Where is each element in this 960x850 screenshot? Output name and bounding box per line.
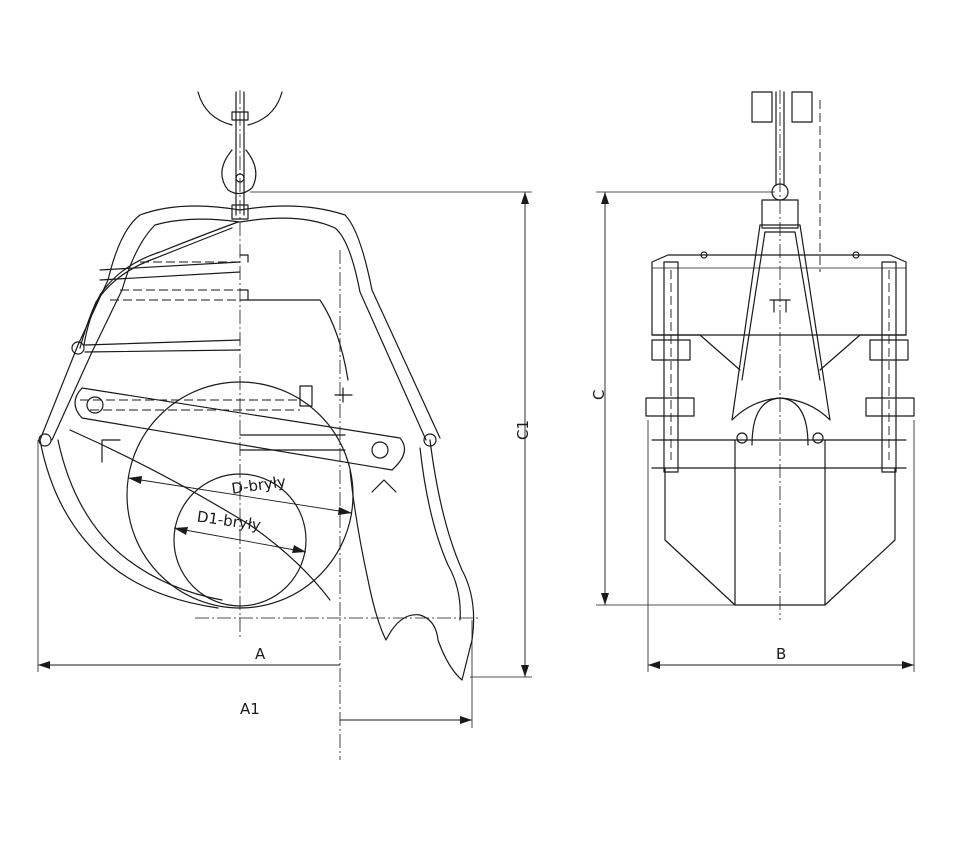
pivot-pin-left <box>86 396 104 414</box>
stop-block <box>299 385 313 407</box>
load-circle-d <box>126 381 354 609</box>
left-cylinder <box>645 261 695 473</box>
cross-plate-2 <box>84 339 241 353</box>
column-arch <box>751 397 809 446</box>
corner-mark-left <box>101 439 121 463</box>
right-upper-arm <box>139 205 441 439</box>
d1-label: D1-bryły <box>196 508 262 535</box>
c-label: C <box>590 390 608 400</box>
left-jaw-tine <box>69 429 331 601</box>
hidden-lines-middle <box>80 399 300 411</box>
front-middle-frame <box>651 334 907 371</box>
d-label: D-bryły <box>230 472 287 497</box>
a1-label: A1 <box>240 700 260 718</box>
corner-mark-right <box>371 479 397 493</box>
b-label: B <box>776 645 786 663</box>
side-view: D-bryły D1-bryły A A1 C1 <box>37 90 532 760</box>
central-column-inner <box>741 231 821 381</box>
cross-plate-1 <box>99 261 241 281</box>
front-pin-left <box>736 432 748 444</box>
bolt-right <box>852 251 860 259</box>
hidden-lines-upper <box>110 261 240 301</box>
right-cylinder <box>865 261 915 473</box>
load-circle-d1 <box>173 473 307 607</box>
front-view: C B <box>590 90 915 672</box>
small-pin-mark <box>334 387 353 403</box>
pivot-beam <box>74 387 406 471</box>
left-jaw-inner <box>57 439 223 601</box>
hoist-hook <box>197 91 283 220</box>
front-top-frame <box>651 254 907 336</box>
right-bracket <box>239 299 349 381</box>
d-dimension-line <box>127 477 353 514</box>
pivot-pin-right <box>371 441 389 459</box>
center-tabs <box>239 254 249 301</box>
central-column <box>731 224 831 421</box>
lower-plate-lines <box>239 434 346 451</box>
column-bracket <box>769 299 791 313</box>
pin-lower-left <box>38 433 52 447</box>
right-jaw-inner <box>419 447 461 621</box>
c1-label: C1 <box>514 420 532 440</box>
front-hoist <box>751 91 821 272</box>
bolt-left <box>700 251 708 259</box>
front-bucket <box>664 467 896 606</box>
left-jaw-outer <box>39 439 219 609</box>
pin-lower-right <box>423 433 437 447</box>
d1-dimension-line <box>173 527 307 553</box>
pin-upper-left <box>71 341 85 355</box>
a-label: A <box>255 645 266 663</box>
left-upper-arm <box>39 214 141 441</box>
right-upper-arm-inner <box>154 217 427 441</box>
left-upper-arm-inner <box>51 224 156 441</box>
hydraulic-hose <box>83 221 239 346</box>
front-pin-right <box>812 432 824 444</box>
right-jaw <box>349 439 475 681</box>
